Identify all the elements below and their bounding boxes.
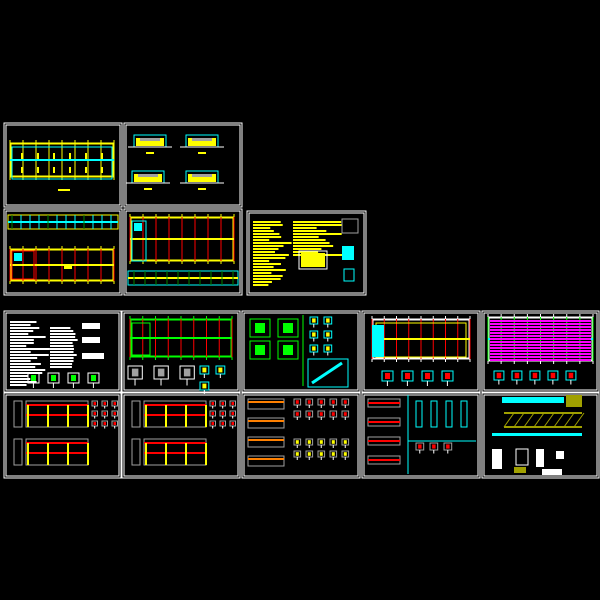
drawing-sheet-plan-roof — [123, 208, 243, 296]
drawing-sheet-details-green — [241, 310, 361, 393]
drawing-sheet-notes — [246, 210, 367, 296]
drawing-sheet-beams — [241, 392, 361, 479]
drawing-sheet-elevations — [123, 122, 243, 208]
drawing-sheet-plan-yellow — [361, 310, 481, 393]
drawing-sheet-plan-magenta — [481, 310, 600, 393]
drawing-sheet-frames-red — [3, 392, 122, 479]
drawing-sheet-plan-green — [121, 310, 241, 394]
drawing-sheet-beams-cyan — [361, 392, 481, 479]
drawing-sheet-plan-detailed — [3, 208, 123, 296]
drawing-sheet-frames-red — [121, 392, 241, 479]
drawing-sheet-notes-white — [3, 310, 122, 393]
drawing-sheet-truss — [481, 392, 600, 479]
drawing-sheet-plan-simple — [3, 122, 123, 208]
